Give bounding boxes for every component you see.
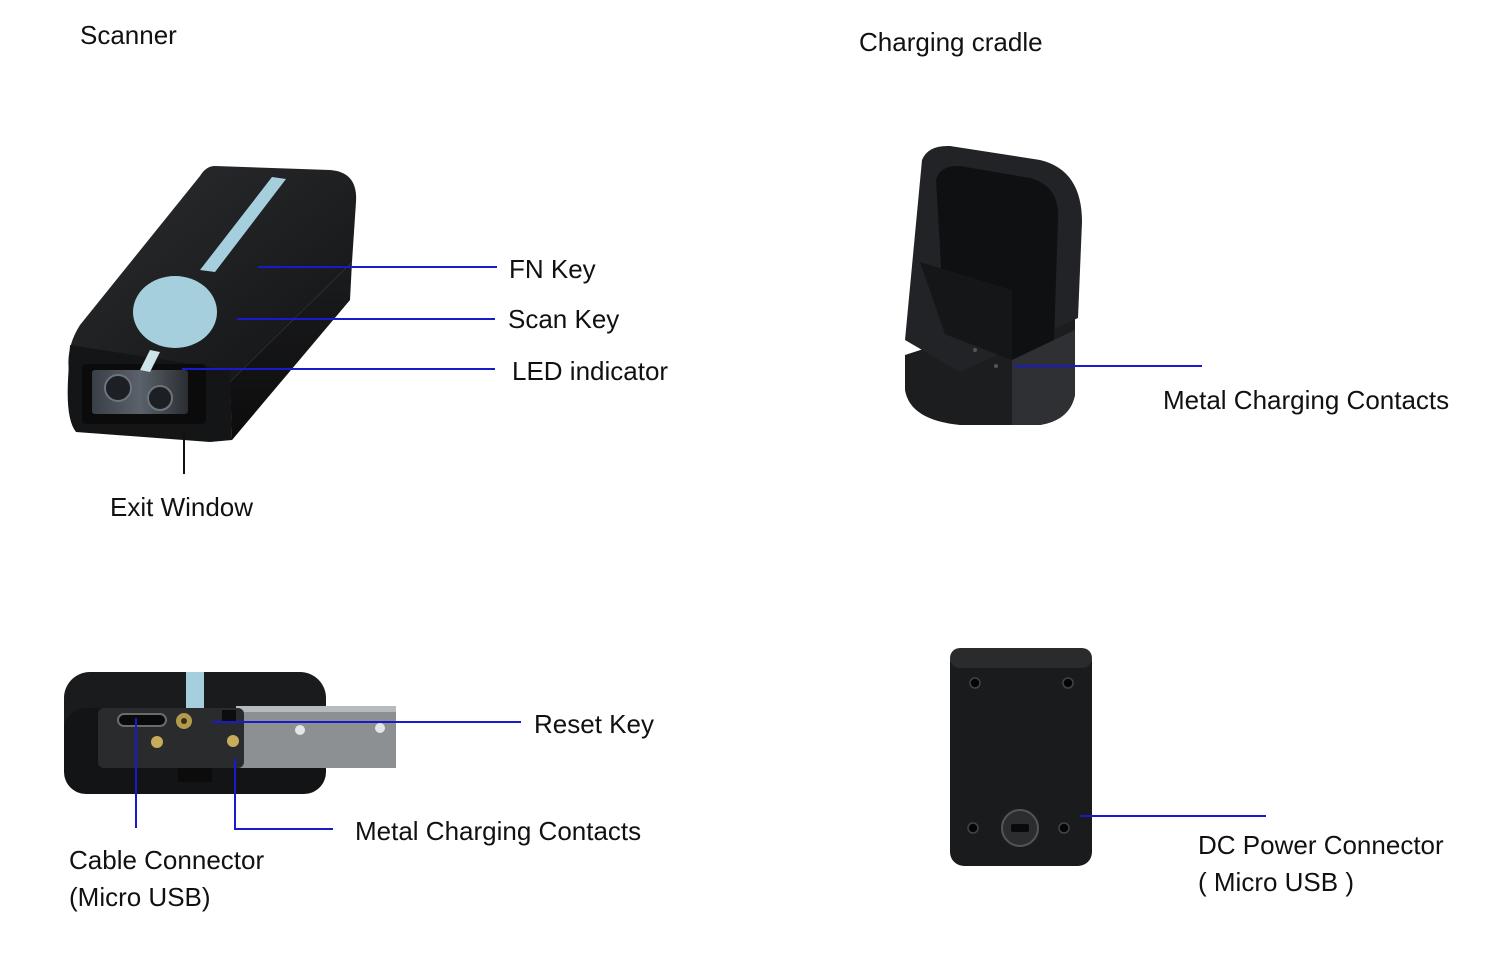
- cable-connector-line1: Cable Connector: [69, 845, 265, 875]
- cradle-section-title: Charging cradle: [859, 27, 1043, 57]
- dc-power-line2: ( Micro USB ): [1198, 867, 1354, 897]
- exit-window-label: Exit Window: [110, 492, 254, 522]
- dc-power-label: DC Power Connector ( Micro USB ): [1198, 827, 1444, 901]
- cradle-contacts-label: Metal Charging Contacts: [1163, 385, 1450, 415]
- reset-key-label: Reset Key: [534, 709, 654, 739]
- cable-connector-line2: (Micro USB): [69, 882, 211, 912]
- fn-key-label: FN Key: [509, 254, 596, 284]
- dc-power-line1: DC Power Connector: [1198, 830, 1444, 860]
- cable-connector-label: Cable Connector (Micro USB): [69, 842, 264, 916]
- scan-key-shape: [133, 276, 217, 348]
- led-indicator-label: LED indicator: [512, 356, 669, 386]
- scan-key-label: Scan Key: [508, 304, 620, 334]
- scanner-body: [68, 166, 357, 382]
- scanner-section-title: Scanner: [80, 20, 177, 50]
- scanner-contacts-label: Metal Charging Contacts: [355, 816, 642, 846]
